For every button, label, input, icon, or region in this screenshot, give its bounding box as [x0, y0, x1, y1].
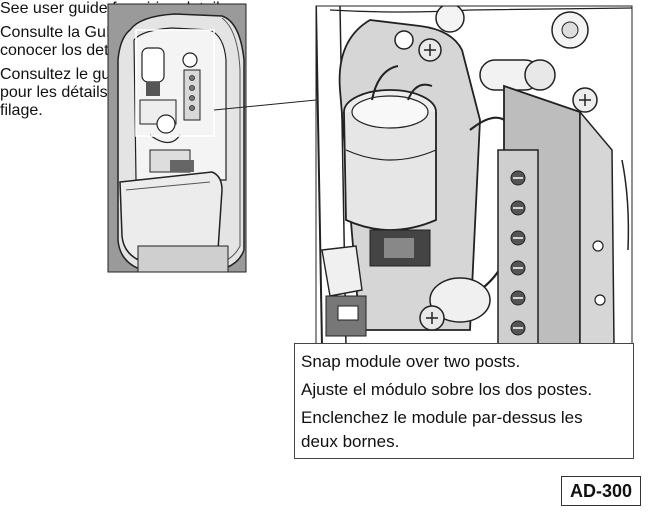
model-number-label: AD-300: [561, 476, 641, 506]
device-overview-panel: [108, 4, 246, 272]
snap-module-note: Snap module over two posts. Ajuste el mó…: [294, 343, 634, 459]
wiring-note-fr-line3: filage.: [0, 102, 43, 119]
callout-line: [213, 99, 317, 111]
snap-note-fr-line1: Enclenchez le module par-dessus les: [301, 408, 583, 427]
snap-note-es: Ajuste el módulo sobre los dos postes.: [301, 380, 593, 399]
snap-note-en: Snap module over two posts.: [301, 352, 521, 371]
module-detail-panel: [316, 6, 632, 346]
snap-note-fr-line2: deux bornes.: [301, 432, 400, 451]
snap-note-fr: Enclenchez le module par-dessus les deux…: [301, 406, 633, 454]
